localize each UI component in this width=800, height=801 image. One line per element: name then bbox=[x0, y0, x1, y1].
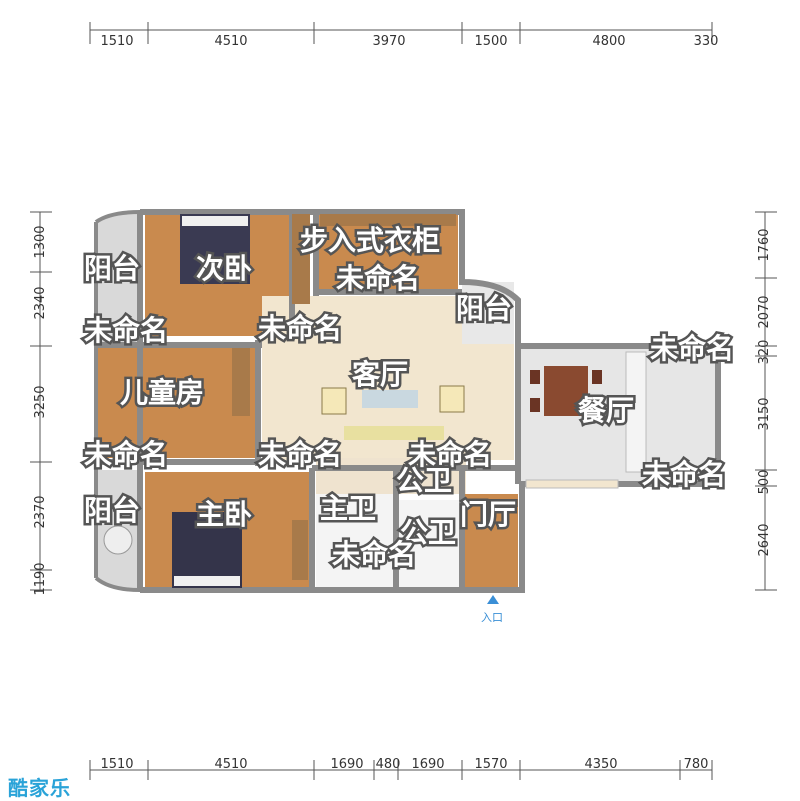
desk-children bbox=[232, 348, 250, 416]
label-unnamed-dining-top: 未命名 bbox=[650, 332, 734, 365]
brand-logo-text: 酷家乐 bbox=[8, 776, 71, 800]
label-foyer: 门厅 bbox=[460, 498, 516, 531]
dimension-bottom-2: 1690 bbox=[330, 757, 363, 772]
dimension-bottom-6: 4350 bbox=[584, 757, 617, 772]
balcony-table bbox=[103, 525, 133, 555]
label-dining-room: 餐厅 bbox=[578, 394, 634, 427]
label-unnamed-bath: 未命名 bbox=[332, 538, 416, 571]
dimension-left-1: 2340 bbox=[33, 286, 48, 319]
label-public-bath-2: 公卫 bbox=[400, 516, 456, 549]
kitchen-counter bbox=[625, 351, 647, 473]
label-unnamed-dining-bottom: 未命名 bbox=[642, 458, 726, 491]
dimension-right-3: 3150 bbox=[757, 397, 772, 430]
label-unnamed-left-2: 未命名 bbox=[258, 312, 342, 345]
corridor-floor bbox=[316, 458, 466, 494]
walls bbox=[96, 209, 721, 593]
label-unnamed-closet: 未命名 bbox=[336, 262, 420, 295]
dimension-top-2: 3970 bbox=[372, 34, 405, 49]
label-master-bath: 主卫 bbox=[320, 492, 376, 525]
dimension-right-1: 2070 bbox=[757, 295, 772, 328]
public-bath-floor bbox=[398, 500, 460, 590]
dimension-bottom-1: 4510 bbox=[214, 757, 247, 772]
dimension-right-5: 2640 bbox=[757, 523, 772, 556]
label-balcony-top-right: 阳台 bbox=[456, 292, 512, 325]
children-room-floor bbox=[96, 346, 256, 458]
label-balcony-bottom-left: 阳台 bbox=[84, 494, 140, 527]
sofa-left bbox=[321, 387, 347, 415]
label-balcony-top-left: 阳台 bbox=[84, 252, 140, 285]
dimension-top-0: 1510 bbox=[100, 34, 133, 49]
label-walk-in-closet: 步入式衣柜 bbox=[300, 224, 440, 257]
dimension-labels: 1510 4510 3970 1500 4800 330 1510 4510 1690 480 16… bbox=[33, 34, 772, 772]
label-children-room: 儿童房 bbox=[120, 376, 204, 409]
floors bbox=[96, 212, 716, 590]
dimension-left-3: 2370 bbox=[33, 495, 48, 528]
label-public-bath-1: 公卫 bbox=[396, 464, 452, 497]
outer-walls bbox=[94, 210, 141, 592]
dimension-right-0: 1760 bbox=[757, 228, 772, 261]
counter-strip bbox=[525, 479, 619, 489]
dimension-bottom-7: 780 bbox=[684, 757, 709, 772]
dimension-lines bbox=[39, 29, 766, 771]
walk-in-closet-floor bbox=[318, 214, 458, 292]
label-master-bedroom: 主卧 bbox=[196, 498, 252, 531]
bed-master-bedroom bbox=[172, 512, 242, 588]
dimension-bottom-4: 1690 bbox=[411, 757, 444, 772]
dimension-ticks bbox=[30, 22, 777, 780]
room-labels: 步入式衣柜 次卧 阳台 未命名 阳台 未命名 未命名 未命名 客厅 儿童房 餐厅… bbox=[82, 222, 737, 574]
tv-cabinet bbox=[344, 426, 444, 440]
dimension-right-4: 500 bbox=[757, 470, 772, 495]
entrance-arrow-icon bbox=[487, 595, 499, 604]
label-unnamed-mid-2: 未命名 bbox=[258, 438, 342, 471]
closet-shelf bbox=[320, 214, 456, 226]
dimension-left-2: 3250 bbox=[33, 385, 48, 418]
sofa-right bbox=[439, 385, 465, 413]
dimension-right-2: 320 bbox=[757, 340, 772, 365]
dining-table bbox=[544, 366, 588, 416]
label-unnamed-mid-1: 未命名 bbox=[84, 438, 168, 471]
dimension-top-3: 1500 bbox=[474, 34, 507, 49]
label-unnamed-mid-3: 未命名 bbox=[408, 438, 492, 471]
dimension-bottom-3: 480 bbox=[376, 757, 401, 772]
foyer-floor bbox=[464, 494, 518, 590]
label-living-room: 客厅 bbox=[352, 358, 408, 391]
entrance-marker[interactable]: 入口 bbox=[481, 595, 503, 624]
balcony-top-left-floor bbox=[96, 212, 140, 345]
brand-logo: 酷家乐 bbox=[8, 772, 71, 801]
label-second-bedroom: 次卧 bbox=[196, 252, 252, 285]
furniture bbox=[103, 214, 647, 588]
dimension-top-4: 4800 bbox=[592, 34, 625, 49]
dimension-bottom-5: 1570 bbox=[474, 757, 507, 772]
dimension-left-0: 1300 bbox=[33, 225, 48, 258]
dimension-top-5: 330 bbox=[694, 34, 719, 49]
dimension-top-1: 4510 bbox=[214, 34, 247, 49]
dimension-bottom-0: 1510 bbox=[100, 757, 133, 772]
dimension-left-4: 1190 bbox=[33, 562, 48, 595]
label-unnamed-left-1: 未命名 bbox=[84, 314, 168, 347]
wardrobe bbox=[292, 214, 310, 304]
desk-master bbox=[292, 520, 308, 580]
entrance-label: 入口 bbox=[481, 611, 503, 624]
coffee-table bbox=[362, 390, 418, 408]
